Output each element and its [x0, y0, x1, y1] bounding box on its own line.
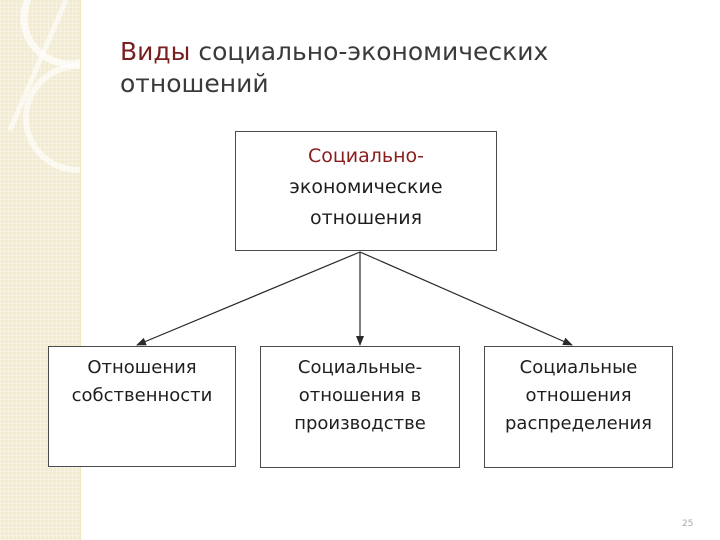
page-number: 25 — [682, 519, 694, 529]
slide-title-line-2: отношений — [120, 69, 269, 98]
root-node-line-3: отношения — [309, 207, 422, 229]
root-node: Социально- экономические отношения — [235, 131, 497, 251]
slide-title: Виды социально-экономических отношений — [120, 36, 680, 100]
child-node-line: Отношения — [87, 357, 197, 378]
child-node-line: отношения — [525, 385, 632, 406]
root-node-line-2: экономические — [289, 176, 443, 198]
arrow-to-distribution-relations — [359, 251, 573, 346]
child-node-line: производстве — [294, 413, 426, 434]
child-node-property-relations: Отношения собственности — [48, 346, 236, 467]
arrow-to-property-relations — [136, 251, 361, 346]
child-node-line: распределения — [504, 413, 652, 434]
decorative-swirl-icon — [7, 0, 80, 173]
child-node-line: Социальные — [519, 357, 638, 378]
child-node-line: отношения в — [298, 385, 422, 406]
slide-title-accent-word: Виды — [120, 37, 191, 66]
child-node-line: Социальные- — [297, 357, 423, 378]
decorative-side-band — [0, 0, 81, 540]
child-node-production-relations: Социальные- отношения в производстве — [260, 346, 460, 468]
slide-title-line-1: Виды социально-экономических — [120, 36, 680, 68]
child-node-line: собственности — [71, 385, 213, 406]
slide-title-rest: социально-экономических — [190, 37, 549, 66]
child-node-distribution-relations: Социальные отношения распределения — [484, 346, 673, 468]
root-node-line-1: Социально- — [307, 145, 425, 167]
